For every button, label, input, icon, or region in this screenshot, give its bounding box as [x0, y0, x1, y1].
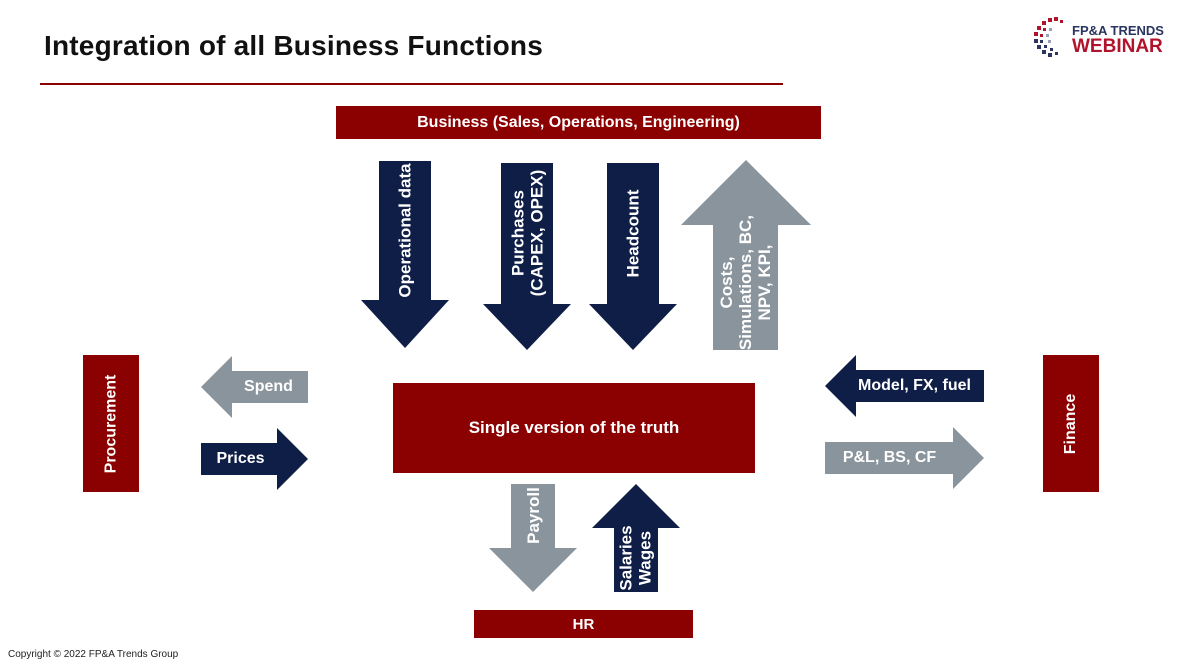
up-arrow-icon — [592, 484, 680, 592]
copyright-footer: Copyright © 2022 FP&A Trends Group — [8, 649, 179, 660]
pl-bs-cf-label: P&L, BS, CF — [842, 449, 937, 466]
title-divider — [40, 83, 783, 85]
spend-label: Spend — [244, 378, 293, 395]
finance-box: Finance — [1043, 355, 1099, 492]
up-arrow-icon — [681, 160, 811, 350]
model-fx-fuel-arrow: Model, FX, fuel — [825, 355, 984, 417]
right-arrow-icon — [825, 427, 984, 489]
logo-line1: FP&A TRENDS — [1072, 23, 1164, 38]
prices-arrow: Prices — [201, 428, 308, 490]
left-arrow-icon — [825, 355, 984, 417]
salaries-wages-label: Salaries Wages — [616, 525, 655, 591]
purchases-arrow: Purchases (CAPEX, OPEX) — [483, 163, 571, 350]
left-arrow-icon — [201, 356, 308, 418]
costs-arrow: Costs, Simulations, BC, NPV, KPI, — [681, 160, 811, 350]
costs-label: Costs, Simulations, BC, NPV, KPI, — [717, 214, 775, 351]
operational-data-label: Operational data — [395, 163, 415, 298]
fpa-trends-logo: FP&A TRENDS WEBINAR — [1030, 14, 1170, 68]
single-version-truth-box: Single version of the truth — [393, 383, 755, 473]
headcount-label: Headcount — [623, 189, 643, 278]
model-fx-fuel-label: Model, FX, fuel — [858, 377, 971, 394]
procurement-box: Procurement — [83, 355, 139, 492]
slide-title: Integration of all Business Functions — [44, 30, 543, 61]
purchases-label: Purchases (CAPEX, OPEX) — [507, 170, 546, 297]
payroll-label: Payroll — [523, 487, 543, 545]
prices-label: Prices — [216, 450, 265, 467]
headcount-arrow: Headcount — [589, 163, 677, 350]
procurement-label: Procurement — [102, 374, 120, 473]
hr-box: HR — [474, 610, 693, 638]
salaries-wages-arrow: Salaries Wages — [592, 484, 680, 592]
operational-data-arrow: Operational data — [361, 161, 449, 348]
down-arrow-icon — [589, 163, 677, 350]
down-arrow-icon — [483, 163, 571, 350]
payroll-arrow: Payroll — [489, 484, 577, 592]
finance-label: Finance — [1062, 393, 1079, 454]
down-arrow-icon — [489, 484, 577, 592]
business-box: Business (Sales, Operations, Engineering… — [336, 106, 821, 139]
logo-line2: WEBINAR — [1072, 36, 1163, 57]
logo-swirl-icon — [1034, 17, 1063, 57]
pl-bs-cf-arrow: P&L, BS, CF — [825, 427, 984, 489]
down-arrow-icon — [361, 161, 449, 348]
right-arrow-icon — [201, 428, 308, 490]
spend-arrow: Spend — [201, 356, 308, 418]
